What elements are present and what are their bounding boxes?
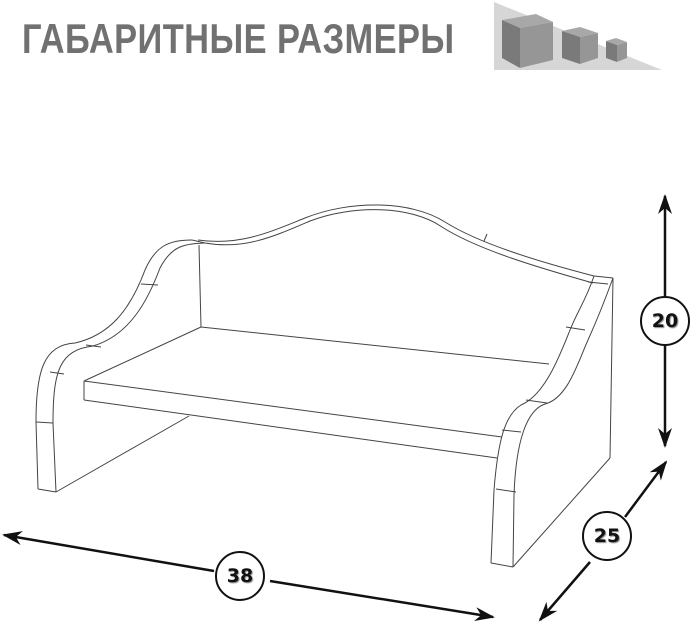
depth-arrow [623, 460, 668, 518]
sofa-drawing [35, 204, 614, 568]
width-dimension-label: 38 [215, 551, 265, 601]
depth-dimension-label: 25 [582, 511, 632, 561]
cubes-size-icon [494, 2, 662, 70]
width-arrow [2, 531, 215, 573]
height-dimension-label: 20 [640, 296, 690, 346]
page-title: ГАБАРИТНЫЕ РАЗМЕРЫ [22, 15, 455, 62]
